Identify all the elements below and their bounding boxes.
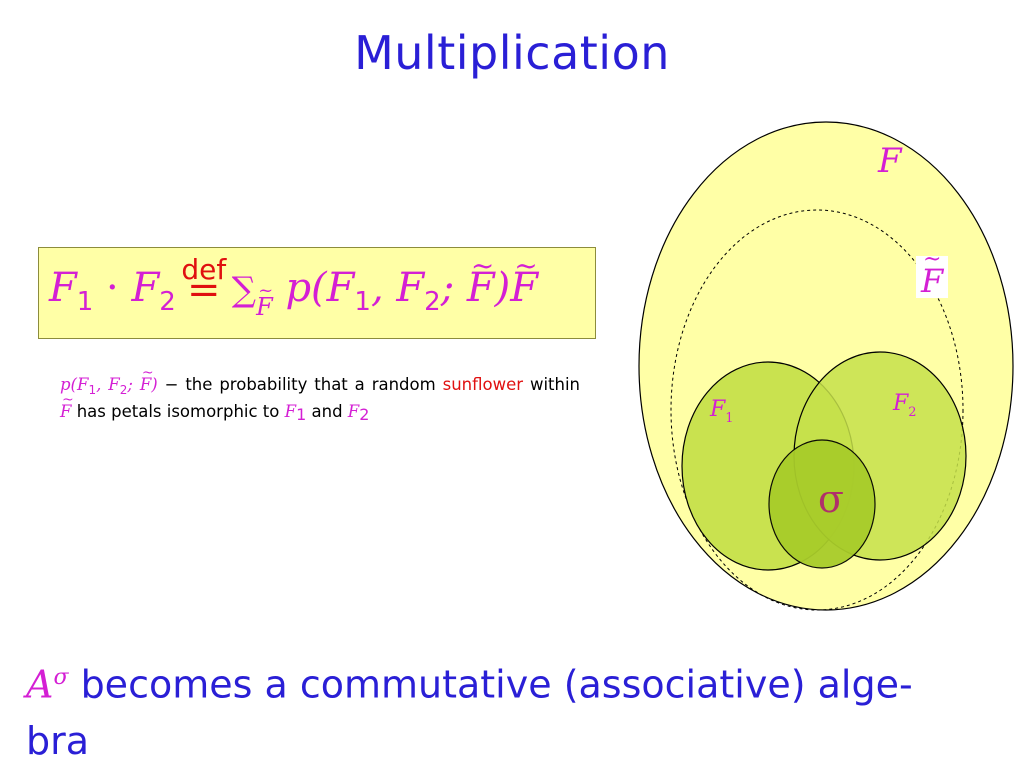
- inner-label-ftilde: F: [920, 262, 945, 300]
- algebra-symbol: A: [26, 662, 54, 707]
- desc-within-ftilde: F: [60, 387, 74, 425]
- prob-comma: , F: [96, 375, 120, 394]
- formula-args-sub1: 1: [354, 287, 371, 317]
- formula-dot: ·: [93, 265, 132, 311]
- formula-f2-sub: 2: [159, 287, 176, 317]
- equals-sign: =: [187, 267, 221, 313]
- desc-f1: F: [284, 402, 297, 421]
- probability-description: p(F1, F2; F) − the probability that a ra…: [60, 360, 581, 425]
- prob-ftilde: F: [140, 360, 154, 398]
- prob-semicolon: ;: [127, 375, 140, 394]
- formula-f1-sub: 1: [76, 287, 94, 317]
- desc-text-2: has petals isomorphic to: [71, 402, 285, 421]
- petal-f1-label: F1: [709, 397, 734, 426]
- def-equals: def=: [176, 253, 232, 313]
- desc-f1-sub: 1: [296, 405, 307, 424]
- formula-f1: F: [49, 265, 77, 311]
- formula-args-comma: , F: [370, 265, 425, 311]
- inner-label-tilde-mark: ~: [923, 247, 941, 272]
- desc-within: within: [523, 375, 581, 394]
- slide-title: Multiplication: [354, 26, 670, 80]
- inner-ellipse-ftilde: [670, 209, 964, 611]
- formula-ftilde: F: [467, 246, 495, 308]
- formula-args-sub2: 2: [424, 287, 441, 317]
- algebra-text: becomes a commutative (associative) alge…: [68, 662, 913, 707]
- formula-semicolon: ;: [440, 265, 467, 311]
- core-label-sigma: σ: [818, 477, 844, 521]
- def-label: def: [181, 253, 227, 286]
- desc-f2: F: [347, 402, 360, 421]
- petal-f2-label: F2: [892, 391, 917, 420]
- algebra-sigma: σ: [53, 665, 69, 690]
- formula-f2: F: [131, 265, 160, 311]
- inner-label-bg: [916, 256, 948, 298]
- sum-symbol: ∑: [231, 270, 257, 310]
- algebra-text-continued: bra: [26, 718, 90, 763]
- sunflower-word: sunflower: [442, 375, 524, 394]
- formula-args: (F: [311, 265, 355, 311]
- desc-and: and: [306, 402, 348, 421]
- desc-f2-sub: 2: [359, 405, 370, 424]
- outer-label-f: F: [877, 141, 903, 181]
- prob-sub1: 1: [88, 383, 97, 397]
- formula-p: p: [285, 265, 312, 311]
- prob-close: ): [151, 375, 158, 394]
- desc-text-1: − the probability that a random: [157, 375, 443, 394]
- sigma-core: [768, 439, 876, 569]
- sum-subscript: F: [256, 271, 273, 327]
- formula-final-ftilde: F: [510, 246, 538, 308]
- algebra-statement: Aσ becomes a commutative (associative) a…: [26, 650, 1006, 769]
- sunflower-diagram: F F ~ F1 F2 σ: [638, 121, 1014, 611]
- prob-sub2: 2: [119, 383, 128, 397]
- formula-close: ): [494, 265, 511, 311]
